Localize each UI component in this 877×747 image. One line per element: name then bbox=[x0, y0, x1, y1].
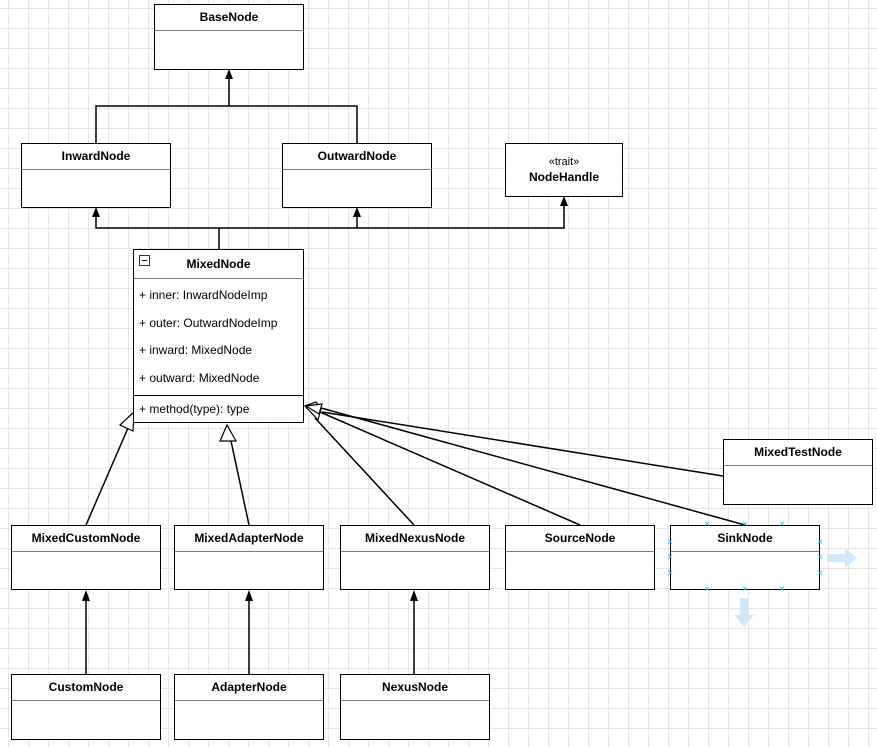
class-mixedtestnode[interactable]: MixedTestNode bbox=[723, 439, 873, 505]
operation-row[interactable]: + method(type): type bbox=[139, 402, 250, 416]
class-name: MixedAdapterNode bbox=[175, 526, 323, 552]
arrowhead-customnode bbox=[82, 590, 90, 601]
edge-outward-to-base[interactable] bbox=[229, 105, 358, 143]
operations-section: + method(type): type bbox=[134, 396, 303, 422]
class-name: BaseNode bbox=[155, 5, 303, 31]
generalization-head-sink bbox=[304, 403, 323, 415]
class-name: AdapterNode bbox=[175, 675, 323, 701]
edge-source-to-mixed[interactable] bbox=[319, 411, 581, 526]
edge-mixed-to-outward[interactable] bbox=[219, 216, 358, 229]
arrowhead-nodehandle bbox=[560, 196, 568, 206]
class-name: CustomNode bbox=[12, 675, 160, 701]
attribute-row[interactable]: + outer: OutwardNodeImp bbox=[139, 315, 278, 330]
attributes-section: + inner: InwardNodeImp + outer: OutwardN… bbox=[134, 279, 303, 396]
class-name: OutwardNode bbox=[283, 144, 431, 170]
stereotype-label: «trait» bbox=[548, 156, 580, 168]
class-name: InwardNode bbox=[22, 144, 170, 170]
resize-handle-icon[interactable]: × bbox=[779, 519, 785, 530]
class-basenode[interactable]: BaseNode bbox=[154, 4, 304, 70]
edge-mixedtest-to-mixed[interactable] bbox=[321, 411, 724, 477]
edge-mixedcustom-to-mixed[interactable] bbox=[85, 427, 129, 526]
resize-handle-icon[interactable]: × bbox=[667, 537, 673, 548]
resize-handle-icon[interactable]: × bbox=[817, 537, 823, 548]
collapse-toggle-icon[interactable] bbox=[139, 255, 150, 266]
class-mixednexusnode[interactable]: MixedNexusNode bbox=[340, 525, 490, 590]
resize-handle-icon[interactable]: × bbox=[817, 552, 823, 563]
class-name: SourceNode bbox=[506, 526, 654, 552]
trait-nodehandle[interactable]: «trait» NodeHandle bbox=[505, 143, 623, 197]
class-customnode[interactable]: CustomNode bbox=[11, 674, 161, 740]
attribute-row[interactable]: + inward: MixedNode bbox=[139, 343, 253, 357]
arrowhead-outward bbox=[353, 207, 361, 217]
class-name: NexusNode bbox=[341, 675, 489, 701]
arrowhead-base bbox=[225, 69, 233, 79]
class-name: MixedNexusNode bbox=[341, 526, 489, 552]
attribute-row[interactable]: + inner: InwardNodeImp bbox=[139, 288, 268, 302]
class-name: MixedTestNode bbox=[724, 440, 872, 466]
resize-handle-icon[interactable]: × bbox=[742, 519, 748, 530]
edge-mixedadapter-to-mixed[interactable] bbox=[230, 440, 250, 526]
arrowhead-inward bbox=[92, 207, 100, 217]
resize-handle-icon[interactable]: × bbox=[704, 519, 710, 530]
class-mixednode[interactable]: MixedNode + inner: InwardNodeImp + outer… bbox=[133, 249, 304, 423]
resize-handle-icon[interactable]: × bbox=[779, 584, 785, 595]
class-nexusnode[interactable]: NexusNode bbox=[340, 674, 490, 740]
generalization-head-mixedcustom bbox=[118, 410, 135, 432]
class-outwardnode[interactable]: OutwardNode bbox=[282, 143, 432, 208]
generalization-head-mixedadapter bbox=[219, 423, 238, 442]
class-name: MixedCustomNode bbox=[12, 526, 160, 552]
class-adapternode[interactable]: AdapterNode bbox=[174, 674, 324, 740]
class-header: MixedNode bbox=[134, 250, 303, 279]
arrowhead-adapternode bbox=[245, 590, 253, 601]
resize-handle-icon[interactable]: × bbox=[704, 584, 710, 595]
resize-handle-icon[interactable]: × bbox=[817, 568, 823, 579]
resize-handle-icon[interactable]: × bbox=[742, 584, 748, 595]
class-mixedcustomnode[interactable]: MixedCustomNode bbox=[11, 525, 161, 590]
edge-mixed-to-nodehandle[interactable] bbox=[357, 205, 565, 229]
class-sourcenode[interactable]: SourceNode bbox=[505, 525, 655, 590]
quick-connect-down-arrow-icon[interactable] bbox=[734, 598, 754, 628]
resize-handle-icon[interactable]: × bbox=[667, 568, 673, 579]
class-name: SinkNode bbox=[671, 526, 819, 552]
edge-mixednexus-to-mixed[interactable] bbox=[314, 417, 415, 526]
edge-mixed-to-inward[interactable] bbox=[95, 216, 220, 249]
class-sinknode[interactable]: SinkNode bbox=[670, 525, 820, 590]
class-name: MixedNode bbox=[186, 257, 251, 271]
resize-handle-icon[interactable]: × bbox=[667, 552, 673, 563]
attribute-row[interactable]: + outward: MixedNode bbox=[139, 370, 260, 385]
class-mixedadapternode[interactable]: MixedAdapterNode bbox=[174, 525, 324, 590]
quick-connect-right-arrow-icon[interactable] bbox=[827, 548, 859, 568]
class-inwardnode[interactable]: InwardNode bbox=[21, 143, 171, 208]
arrowhead-nexusnode bbox=[410, 590, 418, 601]
class-name: NodeHandle bbox=[528, 170, 599, 184]
edge-sink-to-mixed[interactable] bbox=[320, 407, 746, 526]
edge-inward-to-base[interactable] bbox=[95, 78, 230, 143]
